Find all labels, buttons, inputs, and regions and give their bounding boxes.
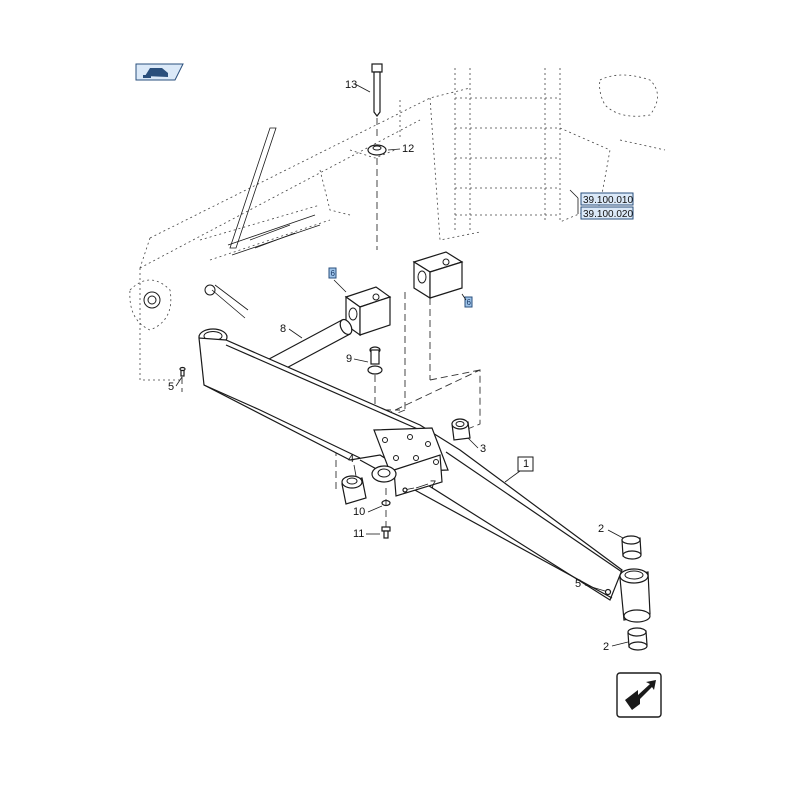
callout-10: 10 (353, 506, 365, 518)
bolt-11[interactable] (381, 526, 391, 539)
bushing-3[interactable] (451, 418, 471, 441)
alignment-guides (335, 369, 481, 490)
machine-frame-background (129, 68, 666, 381)
bushing-2-upper[interactable] (621, 535, 642, 560)
callout-3: 3 (480, 443, 486, 455)
svg-text:39.100.020: 39.100.020 (583, 209, 633, 220)
nut-12[interactable] (367, 144, 387, 156)
clamp-block-left[interactable] (344, 286, 392, 337)
tag-6-left[interactable]: 6 (328, 267, 337, 279)
callout-7: 7 (430, 479, 436, 491)
clamp-block-right[interactable] (412, 251, 464, 300)
grease-fitting-5-right[interactable] (604, 588, 612, 596)
svg-text:6: 6 (467, 298, 472, 307)
linkage-cylinder (143, 127, 321, 319)
callout-2-upper: 2 (598, 523, 604, 535)
svg-text:6: 6 (331, 269, 336, 278)
spacer-9[interactable] (367, 346, 383, 375)
tag-6-right[interactable]: 6 (464, 296, 473, 308)
bushing-2-lower[interactable] (627, 627, 648, 651)
bolt-13[interactable] (371, 63, 383, 117)
callout-13: 13 (345, 79, 357, 91)
reference-39-100-010[interactable]: 39.100.010 (580, 192, 634, 206)
callout-1-box: 1 (523, 458, 529, 470)
callout-12: 12 (402, 143, 414, 155)
machine-view-icon[interactable] (135, 63, 184, 81)
mounting-plate[interactable] (373, 427, 449, 497)
reference-39-100-020[interactable]: 39.100.020 (580, 206, 634, 220)
svg-text:39.100.010: 39.100.010 (583, 195, 633, 206)
callout-1-frame (517, 456, 534, 472)
grease-fitting-5-left[interactable] (179, 366, 186, 377)
bolt-7[interactable] (402, 487, 415, 493)
bushing-4[interactable] (341, 475, 367, 505)
callout-11: 11 (353, 528, 364, 540)
callout-2-lower: 2 (603, 641, 609, 653)
callout-5-right: 5 (575, 578, 581, 590)
next-page-arrow-icon[interactable] (616, 672, 662, 718)
callout-8: 8 (280, 323, 286, 335)
sleeve-tube[interactable] (371, 465, 397, 483)
callout-9: 9 (346, 353, 352, 365)
callout-5-left: 5 (168, 381, 174, 393)
callout-4: 4 (348, 453, 354, 465)
